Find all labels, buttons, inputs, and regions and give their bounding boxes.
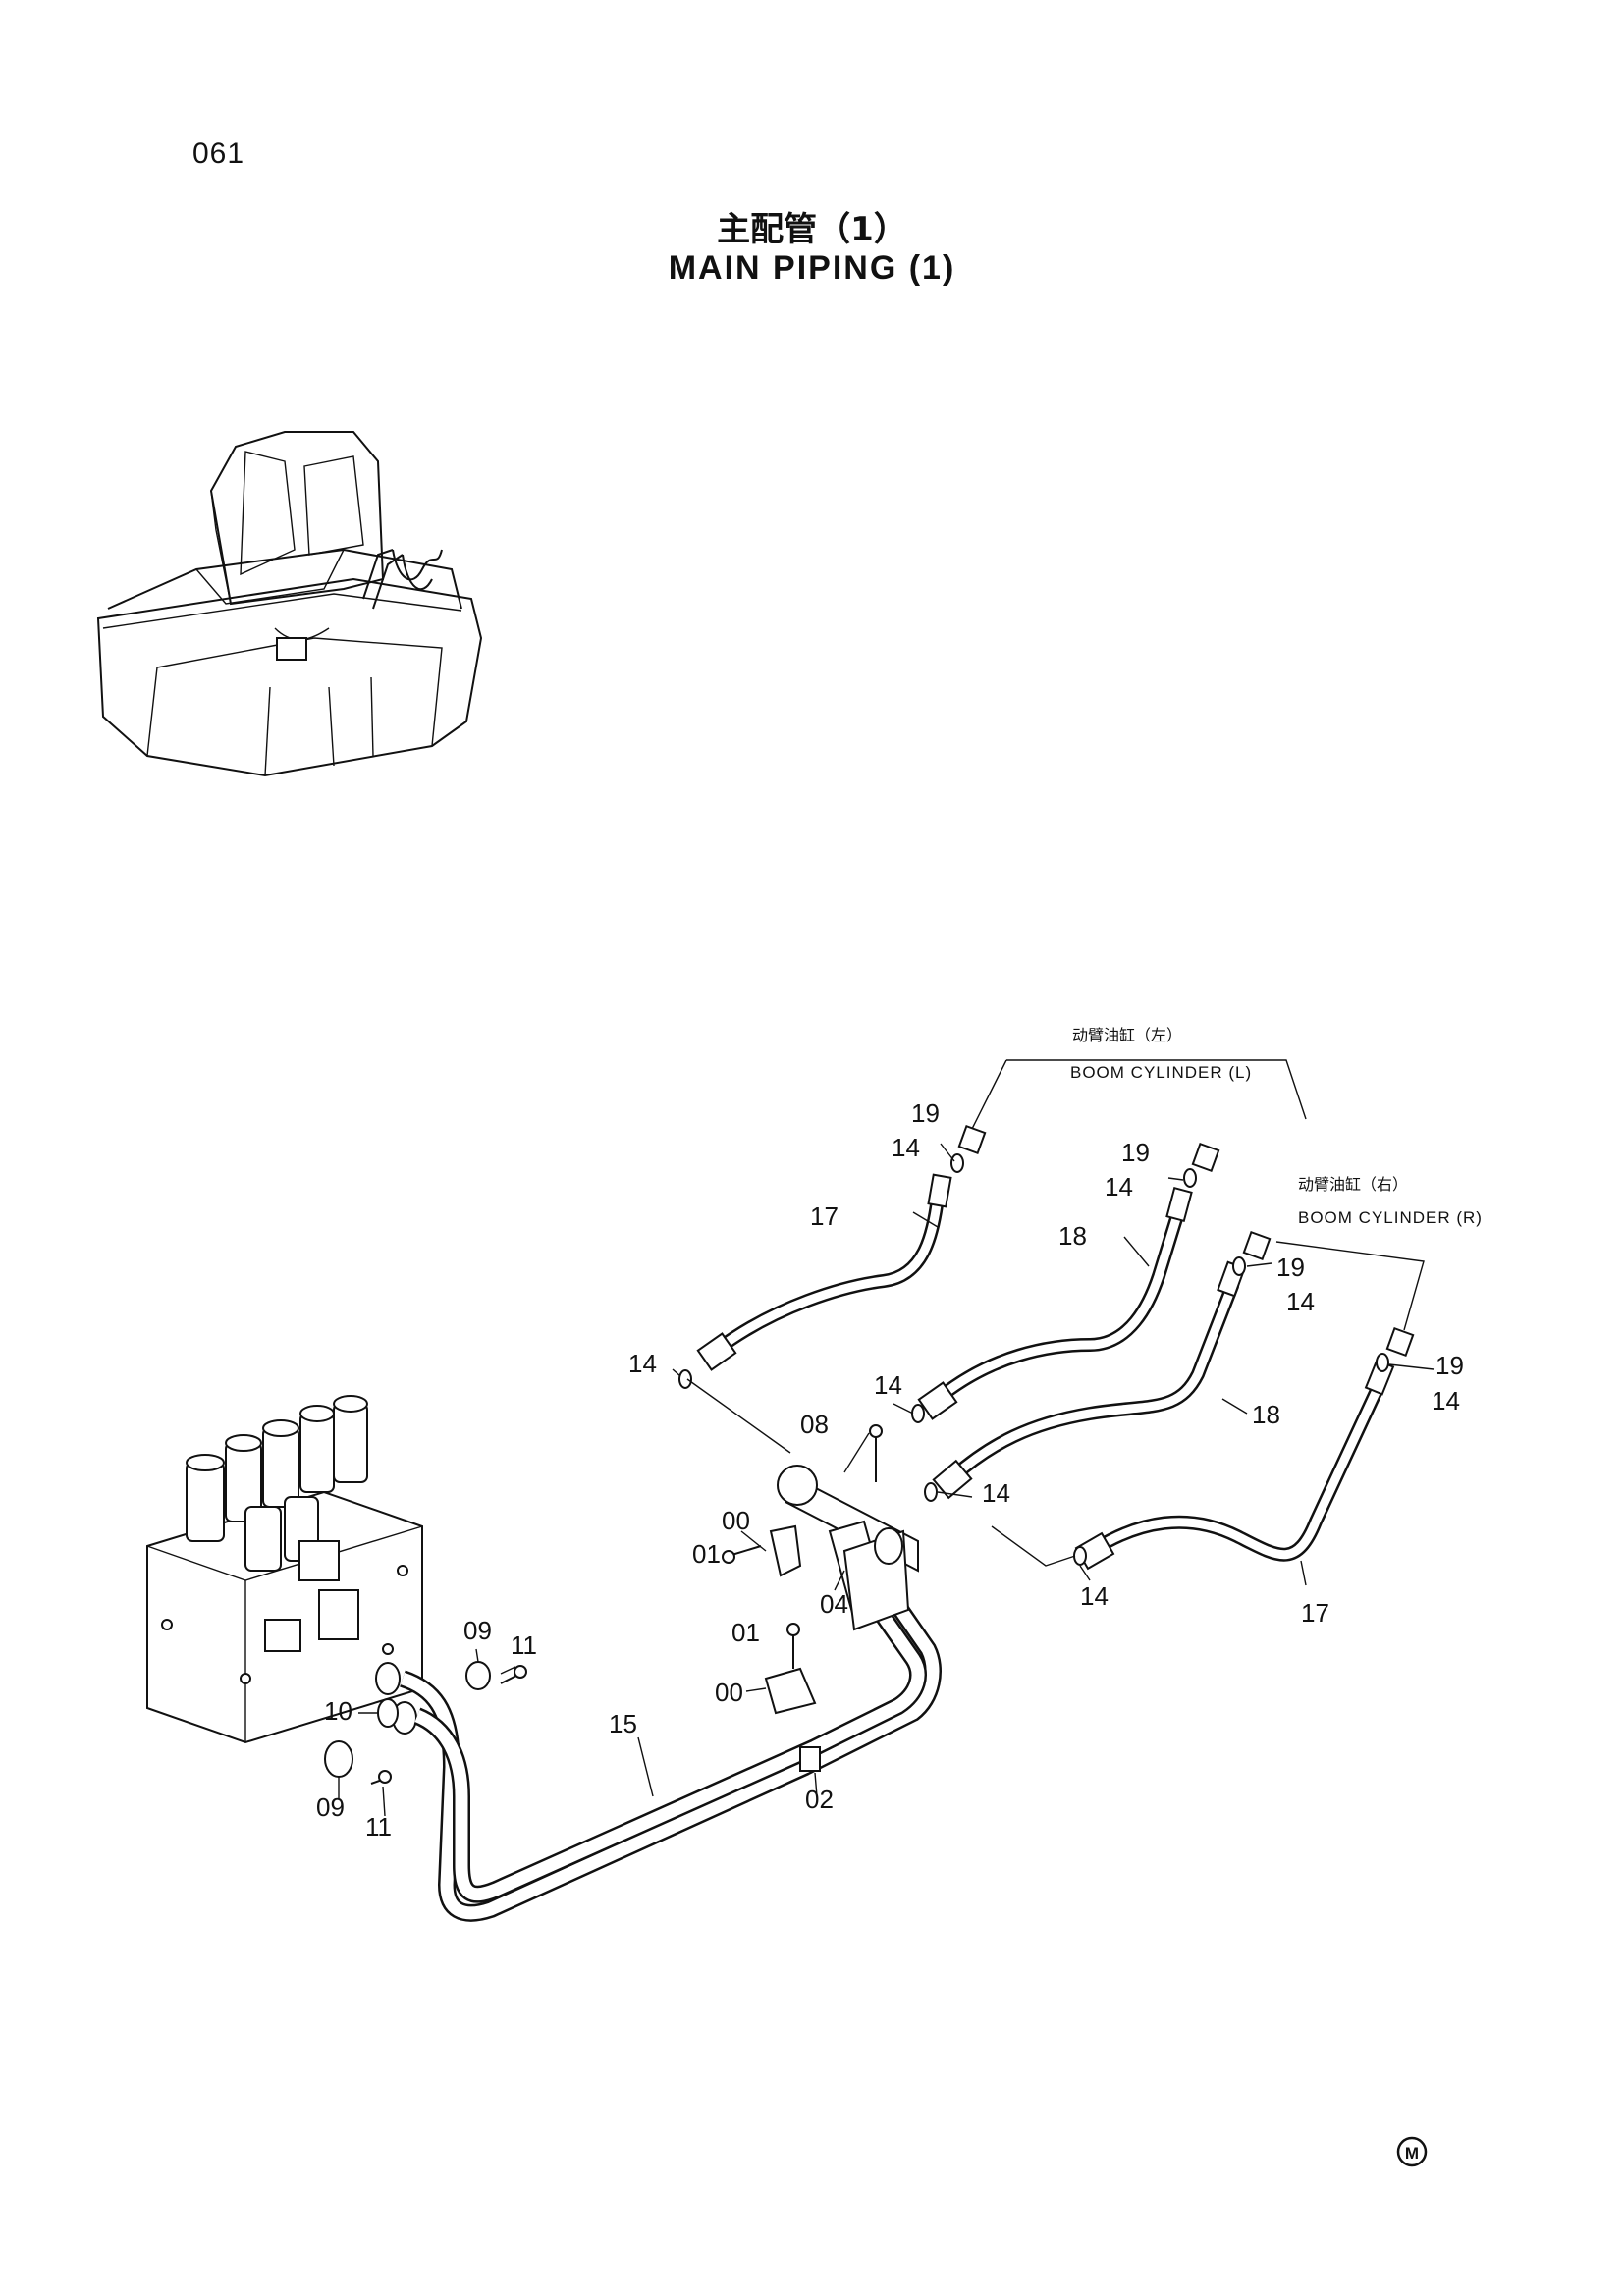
- label-04: 04: [820, 1589, 848, 1619]
- label-18-b: 18: [1252, 1400, 1280, 1429]
- part-labels: 19 14 17 19 14 18 19 14 19 14 18 14 14 0…: [316, 1098, 1464, 1842]
- label-19-d: 19: [1435, 1351, 1464, 1380]
- label-01-b: 01: [731, 1618, 760, 1647]
- label-14-e: 14: [628, 1349, 657, 1378]
- label-17-a: 17: [810, 1201, 839, 1231]
- label-00-b: 00: [715, 1678, 743, 1707]
- label-19-b: 19: [1121, 1138, 1150, 1167]
- main-pipe: [399, 1579, 942, 1922]
- label-15: 15: [609, 1709, 637, 1738]
- callout-boom-cylinder-right: 动臂油缸（右） BOOM CYLINDER (R): [1298, 1175, 1483, 1227]
- label-18-a: 18: [1058, 1221, 1087, 1251]
- label-09-b: 09: [316, 1792, 345, 1822]
- label-09-a: 09: [463, 1616, 492, 1645]
- page-number: 061: [192, 137, 245, 170]
- hose-17-left: [696, 1173, 952, 1371]
- label-11-b: 11: [365, 1812, 392, 1842]
- boom-cylinder-right-en: BOOM CYLINDER (R): [1298, 1208, 1483, 1227]
- leader-lines: [338, 1059, 1435, 1817]
- label-11-a: 11: [511, 1630, 537, 1660]
- label-14-f: 14: [874, 1370, 902, 1400]
- hose-18-right: [932, 1260, 1246, 1500]
- control-valve: [146, 1395, 423, 1744]
- label-14-c: 14: [1286, 1287, 1315, 1316]
- hose-18-left: [917, 1186, 1193, 1420]
- pipe-fitting-block: [764, 1465, 919, 1772]
- o-rings-14: [678, 1153, 1389, 1566]
- hose-17-right: [1074, 1359, 1395, 1571]
- fittings-19: [957, 1124, 1415, 1358]
- label-00-a: 00: [722, 1506, 750, 1535]
- footer-mark: M: [1396, 2136, 1428, 2167]
- label-19-a: 19: [911, 1098, 940, 1128]
- label-14-g: 14: [982, 1478, 1010, 1508]
- title-chinese: 主配管（1）: [717, 210, 907, 249]
- callout-boom-cylinder-left: 动臂油缸（左） BOOM CYLINDER (L): [1070, 1026, 1252, 1082]
- label-14-b: 14: [1105, 1172, 1133, 1201]
- excavator-thumbnail: [96, 431, 483, 777]
- label-17-b: 17: [1301, 1598, 1329, 1628]
- label-01-a: 01: [692, 1539, 721, 1569]
- label-08: 08: [800, 1410, 829, 1439]
- small-hardware: [324, 1424, 883, 1785]
- footer-mark-letter: M: [1405, 2144, 1419, 2163]
- boom-cylinder-left-cn: 动臂油缸（左）: [1072, 1026, 1182, 1044]
- label-14-a: 14: [892, 1133, 920, 1162]
- label-19-c: 19: [1276, 1253, 1305, 1282]
- boom-cylinder-left-en: BOOM CYLINDER (L): [1070, 1063, 1252, 1082]
- label-02: 02: [805, 1785, 834, 1814]
- title-english: MAIN PIPING (1): [668, 249, 956, 287]
- label-10: 10: [324, 1696, 352, 1726]
- label-14-h: 14: [1080, 1581, 1109, 1611]
- boom-cylinder-right-cn: 动臂油缸（右）: [1298, 1175, 1408, 1194]
- label-14-d: 14: [1432, 1386, 1460, 1415]
